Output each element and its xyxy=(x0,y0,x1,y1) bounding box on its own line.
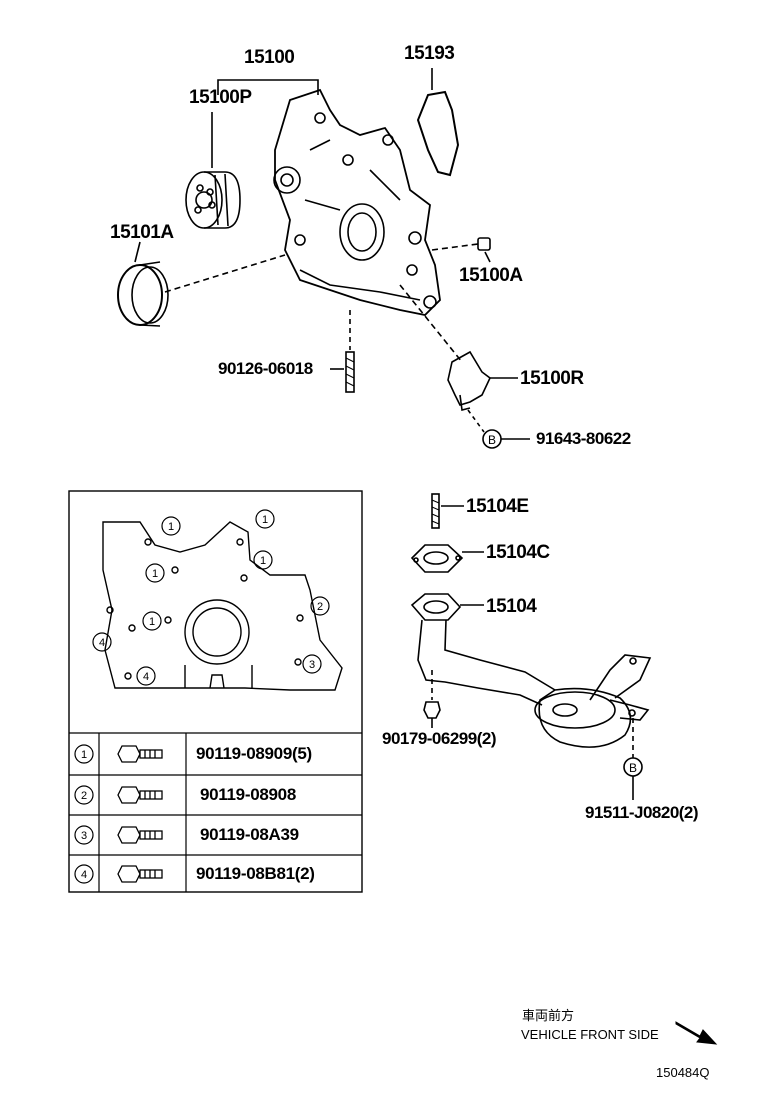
label-15101A: 15101A xyxy=(110,222,174,243)
label-90179-06299: 90179-06299(2) xyxy=(382,729,496,748)
leader-15100A xyxy=(484,251,491,263)
oil-seal-15101A xyxy=(117,261,169,327)
o-ring-15193 xyxy=(416,90,460,177)
front-arrow-icon xyxy=(675,1021,718,1045)
bolt-icons xyxy=(117,745,163,883)
inset-markers xyxy=(92,509,330,686)
table-row-part: 90119-08909(5) xyxy=(196,744,312,763)
label-90126-06018: 90126-06018 xyxy=(218,359,313,378)
leader-15101A xyxy=(134,241,141,263)
label-15104C: 15104C xyxy=(486,542,550,563)
label-15104: 15104 xyxy=(486,596,537,617)
bolt-90179 xyxy=(423,701,441,719)
rotor-set-15100P xyxy=(185,171,241,229)
callout-b-bottom xyxy=(623,757,643,777)
inset-pump-outline xyxy=(102,521,343,691)
table-row-part: 90119-08908 xyxy=(200,785,296,804)
label-15100R: 15100R xyxy=(520,368,584,389)
direction-japanese: 車両前方 xyxy=(522,1008,575,1023)
label-15193: 15193 xyxy=(404,43,455,64)
oil-strainer-15104 xyxy=(410,593,652,748)
oil-pump-body xyxy=(273,88,441,316)
direction-english: VEHICLE FRONT SIDE xyxy=(521,1027,659,1042)
table-row-part: 90119-08B81(2) xyxy=(196,864,315,883)
key-circle-2 xyxy=(74,785,94,805)
bracket-15100 xyxy=(217,79,319,95)
axis-bolt-B xyxy=(467,409,485,433)
key-circle-4 xyxy=(74,864,94,884)
label-15104E: 15104E xyxy=(466,496,529,517)
axis-plug xyxy=(431,243,479,251)
label-15100: 15100 xyxy=(244,47,295,68)
label-15100A: 15100A xyxy=(459,265,523,286)
inset-box xyxy=(68,490,363,893)
stud-90126 xyxy=(345,351,355,393)
stud-15104E xyxy=(431,493,440,529)
label-91511-J0820: 91511-J0820(2) xyxy=(585,803,699,822)
axis-valve xyxy=(399,284,463,363)
gasket-15104C xyxy=(410,544,464,573)
key-circle-1 xyxy=(74,744,94,764)
label-91643-80622: 91643-80622 xyxy=(536,429,631,448)
callout-b-top xyxy=(482,429,502,449)
axis-seal xyxy=(164,254,286,293)
key-circle-3 xyxy=(74,825,94,845)
plug-15100A xyxy=(477,237,491,251)
table-row-part: 90119-08A39 xyxy=(200,825,299,844)
label-15100P: 15100P xyxy=(189,87,252,108)
illustration-code: 150484Q xyxy=(656,1065,710,1080)
relief-valve-15100R xyxy=(447,350,492,411)
